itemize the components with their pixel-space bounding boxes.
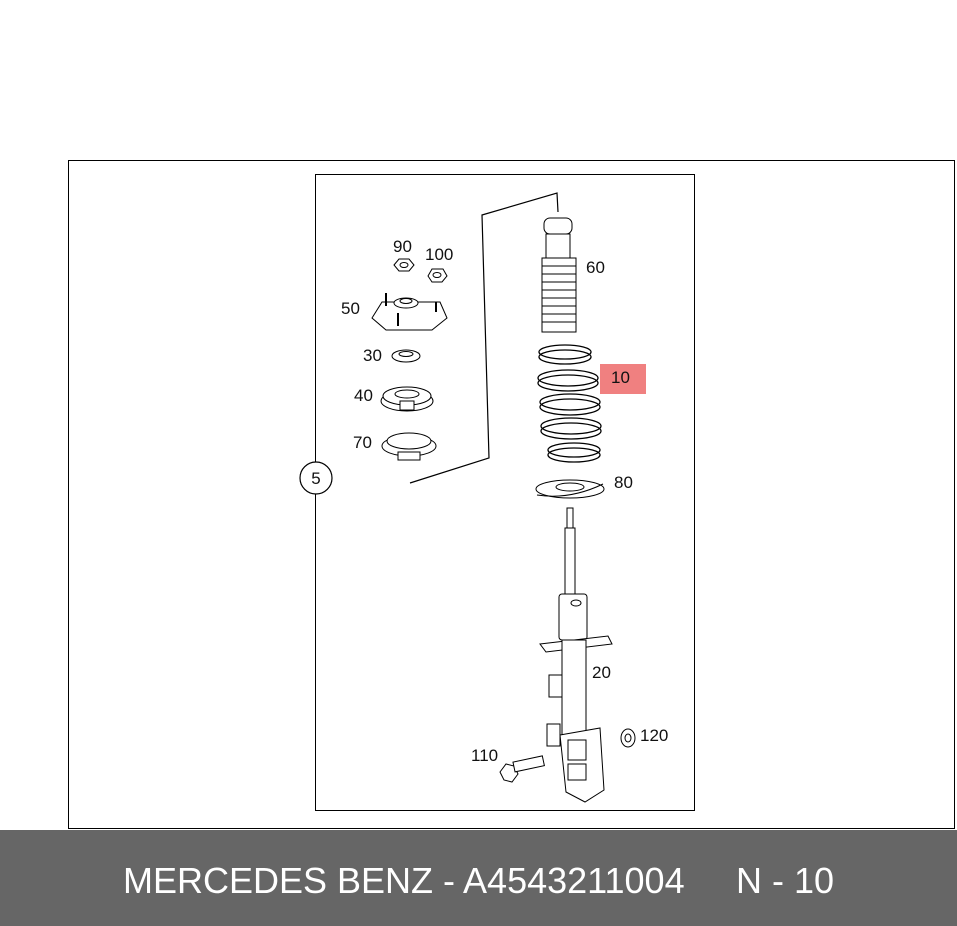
nut-90-icon bbox=[393, 258, 415, 272]
callout-120[interactable]: 120 bbox=[640, 726, 668, 745]
callout-60[interactable]: 60 bbox=[586, 258, 605, 277]
diagram-outer-frame bbox=[68, 160, 955, 829]
top-mount-50-icon bbox=[371, 293, 448, 331]
callout-40[interactable]: 40 bbox=[354, 386, 373, 405]
group-bracket bbox=[409, 192, 559, 484]
strut-20-icon bbox=[539, 507, 613, 803]
washer-30-icon bbox=[391, 349, 421, 363]
callout-70[interactable]: 70 bbox=[353, 433, 372, 452]
bump-stop-60-icon bbox=[541, 217, 577, 333]
callout-10[interactable]: 10 bbox=[611, 368, 630, 387]
callout-30[interactable]: 30 bbox=[363, 346, 382, 365]
dust-cap-70-icon bbox=[381, 432, 437, 461]
footer-position: N - 10 bbox=[736, 860, 835, 901]
coil-spring-10-icon bbox=[537, 344, 602, 463]
callout-50[interactable]: 50 bbox=[341, 299, 360, 318]
callout-100[interactable]: 100 bbox=[425, 245, 453, 264]
nut-120-icon bbox=[620, 728, 636, 748]
inner-frame bbox=[315, 174, 695, 811]
assembly-callout[interactable]: 5 bbox=[299, 461, 333, 495]
footer-bar: MERCEDES BENZ - A4543211004 N - 10 bbox=[0, 830, 957, 926]
bearing-40-icon bbox=[380, 386, 434, 412]
callout-110[interactable]: 110 bbox=[471, 746, 498, 765]
footer-part-number: MERCEDES BENZ - A4543211004 bbox=[123, 860, 685, 901]
highlight-part-10 bbox=[600, 364, 646, 394]
nut-100-icon bbox=[427, 268, 448, 283]
callout-80[interactable]: 80 bbox=[614, 473, 633, 492]
callout-90[interactable]: 90 bbox=[393, 237, 412, 256]
callout-5: 5 bbox=[311, 469, 320, 488]
callout-20[interactable]: 20 bbox=[592, 663, 611, 682]
spring-seat-80-icon bbox=[535, 479, 605, 499]
bolt-110-icon bbox=[499, 755, 545, 783]
parts-diagram: 5 bbox=[299, 174, 695, 811]
